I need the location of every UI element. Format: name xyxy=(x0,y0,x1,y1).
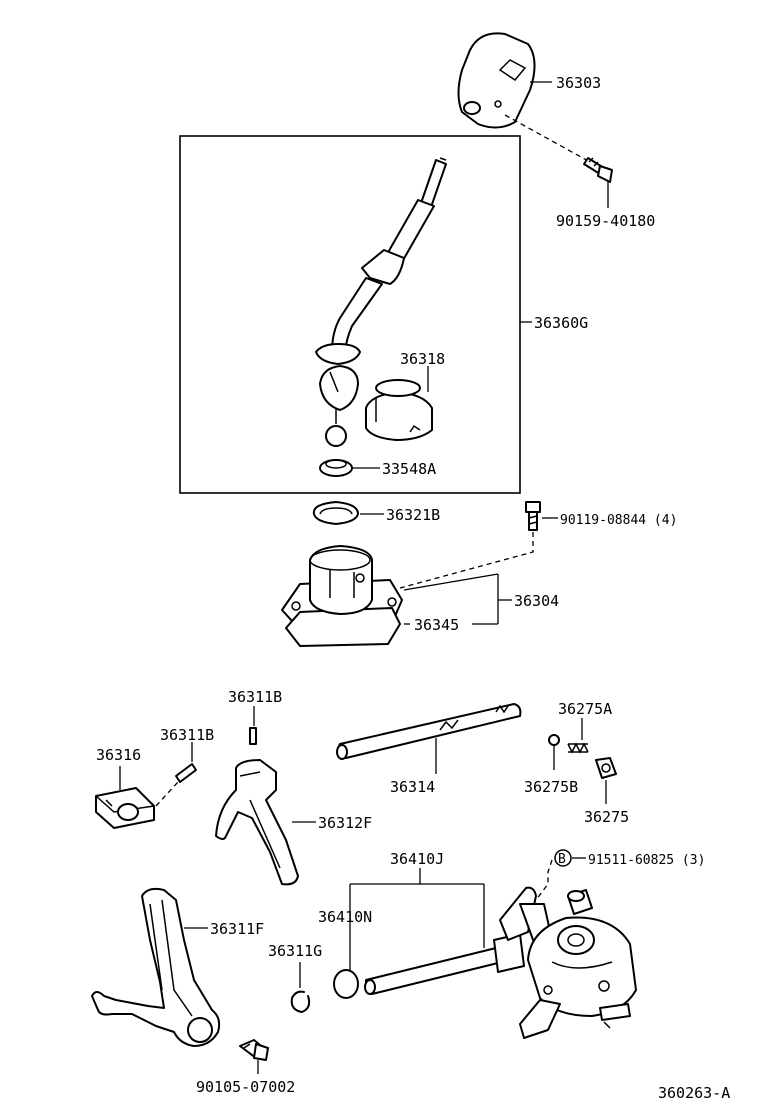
bushing xyxy=(319,459,353,477)
shift-fork-36312f xyxy=(215,759,299,886)
pin-upper xyxy=(249,727,257,745)
svg-text:B: B xyxy=(558,852,566,867)
label-36304: 36304 xyxy=(514,592,559,610)
label-36314: 36314 xyxy=(390,778,435,796)
label-36410J: 36410J xyxy=(390,850,444,868)
shift-lever-retainer xyxy=(281,545,403,647)
lever-assembly-box xyxy=(179,135,521,494)
lever-boot xyxy=(365,379,433,441)
label-36316: 36316 xyxy=(96,746,141,764)
label-36311B-left: 36311B xyxy=(160,726,214,744)
label-36312F: 36312F xyxy=(318,814,372,832)
label-90159-40180: 90159-40180 xyxy=(556,212,655,230)
diagram-id: 360263-A xyxy=(658,1084,730,1102)
label-36275A: 36275A xyxy=(558,700,612,718)
label-90105-07002: 90105-07002 xyxy=(196,1078,295,1096)
label-36410N: 36410N xyxy=(318,908,372,926)
shift-lever xyxy=(315,157,447,447)
shift-block xyxy=(95,787,155,829)
label-36311B-upper: 36311B xyxy=(228,688,282,706)
knob-screw xyxy=(583,157,613,183)
label-36360G: 36360G xyxy=(534,314,588,332)
o-ring xyxy=(333,969,359,999)
fork-bolt xyxy=(239,1039,269,1061)
label-36311F: 36311F xyxy=(210,920,264,938)
label-36345: 36345 xyxy=(414,616,459,634)
shift-fork-36311f xyxy=(91,887,221,1047)
snap-ring-36311g xyxy=(290,990,311,1013)
shift-shaft xyxy=(336,703,522,760)
label-36311G: 36311G xyxy=(268,942,322,960)
detent-plug xyxy=(595,757,617,779)
label-33548A: 33548A xyxy=(382,460,436,478)
retainer-bolt xyxy=(525,501,541,531)
label-36275: 36275 xyxy=(584,808,629,826)
label-36318: 36318 xyxy=(400,350,445,368)
pin-left xyxy=(175,763,197,783)
label-36303: 36303 xyxy=(556,74,601,92)
bolt-marker-b: B xyxy=(554,849,572,867)
label-90119-08844: 90119-08844 (4) xyxy=(560,513,677,528)
label-36275B: 36275B xyxy=(524,778,578,796)
label-91511-60825: 91511-60825 (3) xyxy=(588,853,705,868)
snap-ring xyxy=(312,501,359,525)
label-36321B: 36321B xyxy=(386,506,440,524)
detent-ball xyxy=(548,734,560,746)
shift-knob xyxy=(457,32,536,129)
detent-spring xyxy=(567,742,589,754)
selector-housing xyxy=(364,886,637,1039)
